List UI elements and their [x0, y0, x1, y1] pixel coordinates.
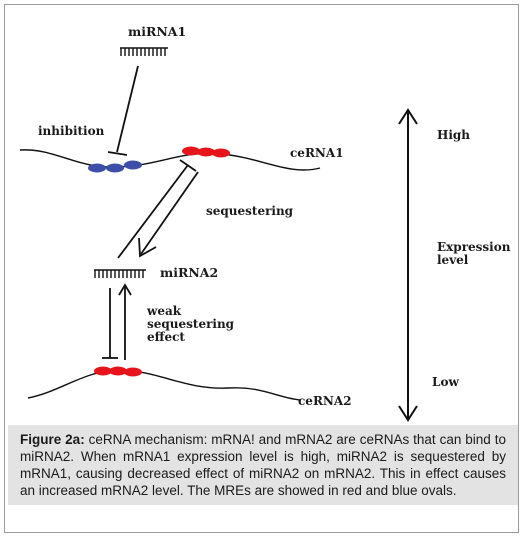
weak-label-line3: effect [147, 330, 185, 344]
caption-text: ceRNA mechanism: mRNA! and mRNA2 are ceR… [20, 432, 506, 498]
blue-mre-group [88, 160, 142, 173]
weak-sequestering-arrows [102, 283, 132, 360]
cerna1-label: ceRNA1 [290, 146, 344, 160]
expression-level-arrow [398, 108, 418, 422]
mirna2-label: miRNA2 [160, 265, 218, 280]
expression-label-line2: level [437, 253, 469, 267]
low-label: Low [432, 375, 459, 389]
sequestering-label: sequestering [206, 204, 294, 218]
cerna2-label: ceRNA2 [298, 394, 352, 408]
caption-title: Figure 2a: [20, 432, 85, 447]
weak-label-line1: weak [146, 304, 182, 318]
mirna2-comb [94, 269, 146, 278]
red-mre-group-cerna2 [94, 366, 142, 377]
inhibition-line [107, 65, 139, 156]
figure-caption: Figure 2a: ceRNA mechanism: mRNA! and mR… [8, 425, 518, 505]
expression-label-line1: Expression [437, 240, 511, 254]
weak-label-line2: sequestering [147, 317, 235, 331]
cerna1-strand [19, 149, 321, 171]
mirna1-comb [120, 47, 168, 56]
mirna1-label: miRNA1 [128, 24, 186, 39]
cerna-diagram: miRNA1 inhibition ceRNA1 [19, 24, 511, 422]
red-mre-group-cerna1 [182, 146, 230, 158]
high-label: High [437, 128, 470, 142]
inhibition-label: inhibition [38, 124, 105, 138]
sequestering-arrows [117, 159, 199, 259]
cerna2-strand [27, 369, 301, 401]
